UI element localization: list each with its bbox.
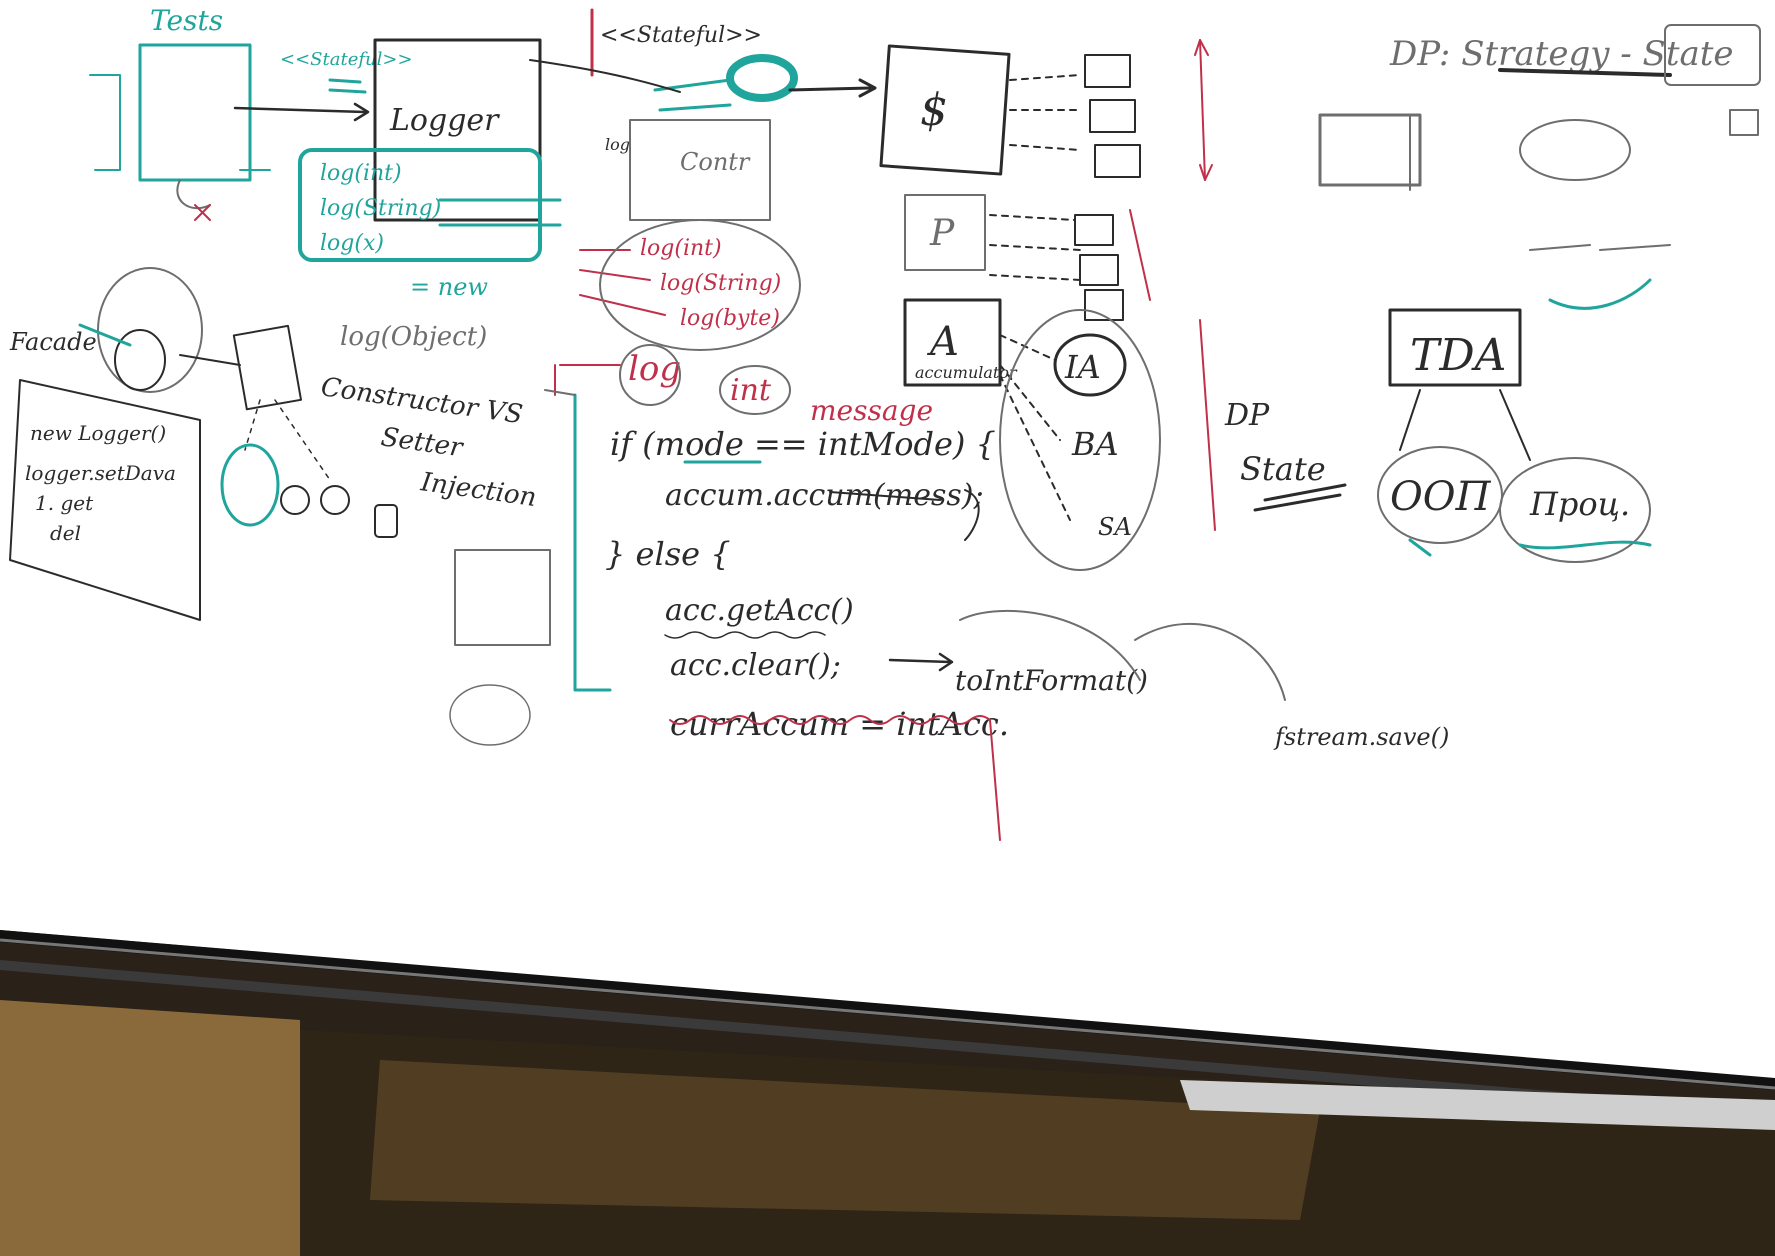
box-p-label: P: [929, 213, 955, 254]
ba-label: BA: [1071, 425, 1119, 463]
log-signature-type: int: [730, 373, 772, 408]
red-method-3: log(byte): [680, 306, 780, 331]
dp-label: DP: [1224, 398, 1270, 433]
facade-block: Facade new Logger() logger.setDava 1. ge…: [9, 267, 398, 621]
facade-line-1: new Logger(): [30, 421, 166, 445]
code-get-acc: acc.getAcc(): [665, 593, 854, 628]
teal-method-list: log(int) log(String) log(x): [298, 148, 562, 262]
tests-logger-diagram: Tests <<Stateful>> Logger log(int) log(S…: [89, 4, 562, 352]
tests-label: Tests: [150, 4, 223, 37]
dp-header: DP: Strategy - State: [1318, 24, 1761, 310]
code-if-line: if (mode == intMode) {: [610, 425, 996, 463]
dp-header-text: DP: Strategy - State: [1389, 34, 1734, 74]
logger-label: Logger: [389, 103, 500, 138]
red-log-methods: log(int) log(String) log(byte): [579, 219, 801, 351]
log-signature-param: message: [810, 394, 933, 427]
code-accum-line: accum.accum(mess);: [665, 478, 984, 513]
code-block: if (mode == intMode) { accum.accum(mess)…: [544, 389, 1449, 841]
facade-line-2: logger.setDava: [25, 461, 176, 485]
code-arrow-target: toIntFormat(): [955, 664, 1148, 697]
log-string-method: log(String): [320, 196, 441, 221]
log-label-small: log: [605, 135, 630, 154]
stateful-tag-left: <<Stateful>>: [280, 49, 413, 70]
red-method-1: log(int): [640, 236, 722, 261]
code-clear-line: acc.clear();: [670, 648, 841, 683]
tda-label: TDA: [1410, 330, 1506, 381]
stateful-controller: <<Stateful>> Contr log: [529, 8, 877, 221]
state-label: State: [1240, 450, 1326, 488]
red-method-2: log(String): [660, 271, 781, 296]
facade-line-4: del: [50, 521, 81, 545]
code-else-line: } else {: [605, 535, 731, 573]
log-x-method: log(x): [320, 231, 384, 256]
ia-label: IA: [1064, 348, 1101, 386]
board-bottom-frame: [0, 930, 1775, 1256]
box-s-label: $: [920, 85, 948, 136]
log-signature: log int message: [554, 344, 933, 427]
controller-label: Contr: [680, 148, 751, 176]
log-object-label: log(Object): [340, 322, 487, 352]
facade-line-3: 1. get: [35, 491, 94, 515]
strategy-diagram: $ P A accumulator IA BA SA DP State: [879, 39, 1347, 571]
proc-label: Проц.: [1529, 485, 1630, 523]
sa-label: SA: [1098, 513, 1132, 541]
new-tag: = new: [410, 273, 488, 301]
code-fstream: fstream.save(): [1273, 723, 1449, 751]
tda-diagram: TDA OOП Проц.: [1377, 308, 1652, 563]
box-a-label: A: [926, 319, 959, 365]
box-a-sub: accumulator: [915, 363, 1018, 382]
facade-title: Facade: [9, 328, 97, 356]
log-int-method: log(int): [320, 161, 402, 186]
oop-label: OOП: [1390, 474, 1492, 520]
stateful-tag-top: <<Stateful>>: [600, 23, 762, 48]
